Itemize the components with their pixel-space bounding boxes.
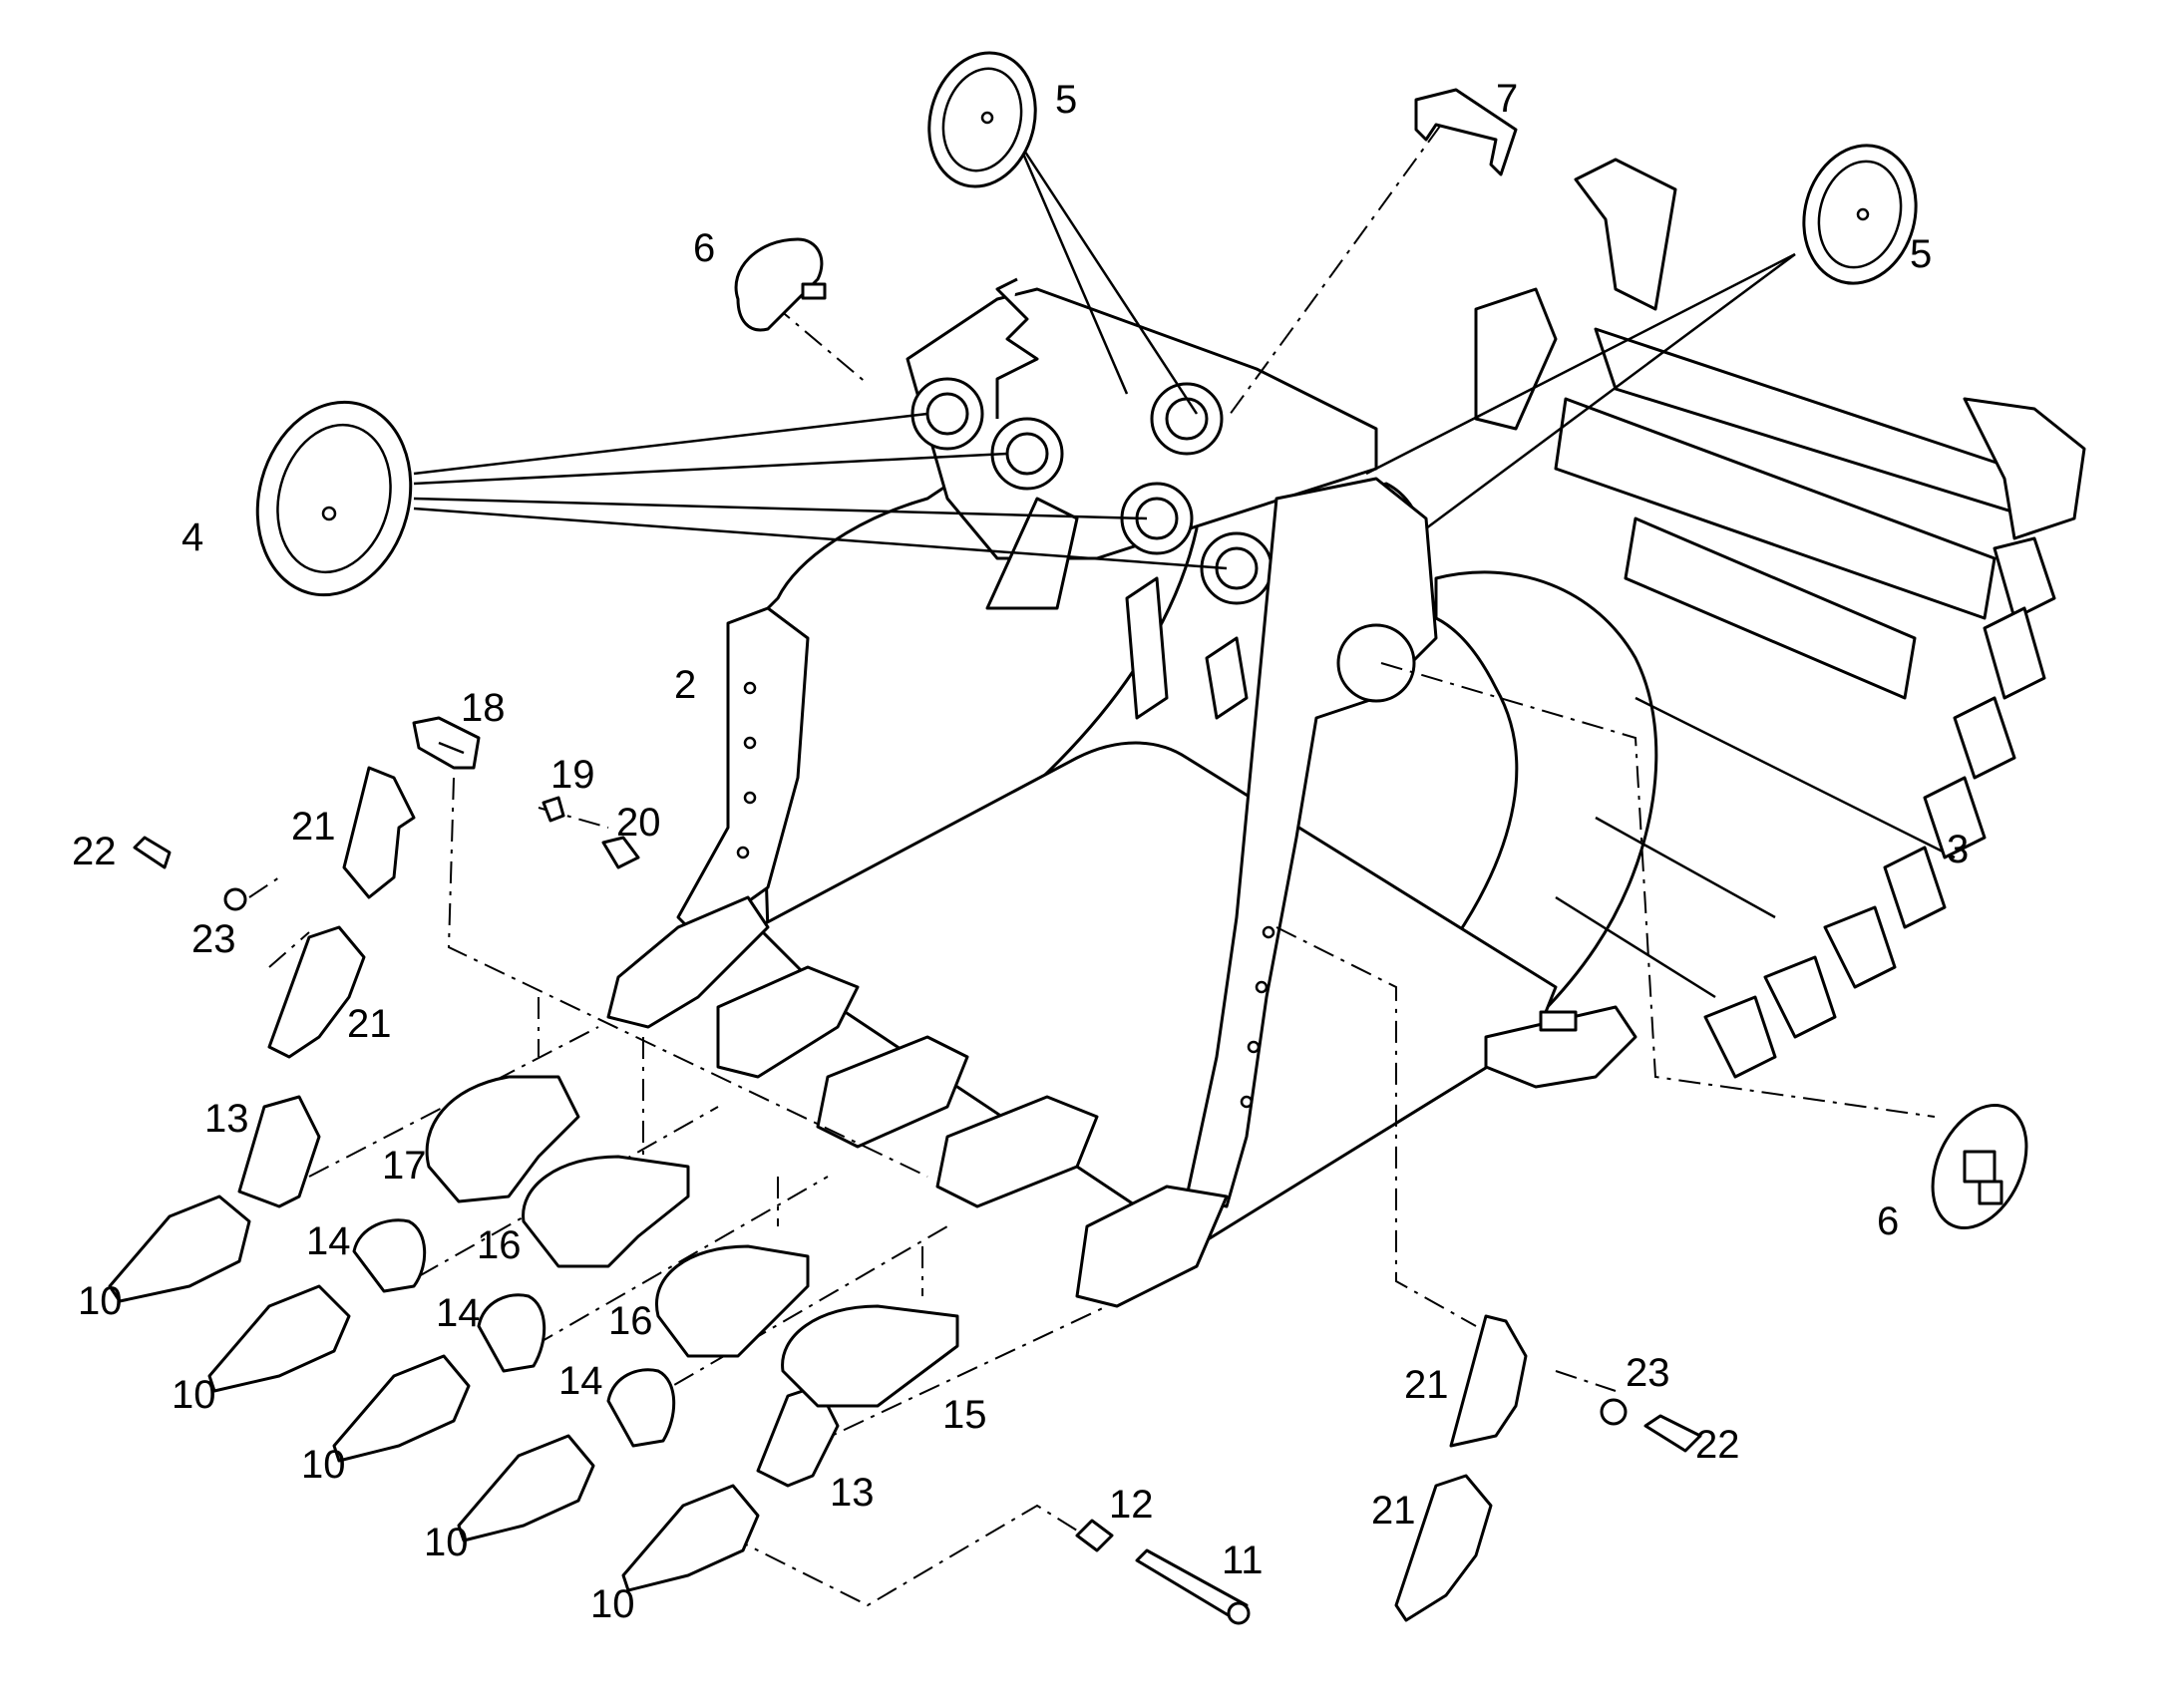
part-4-cover-plate [255,400,413,597]
callout-11: 11 [1222,1538,1264,1582]
callout-6-bottom: 6 [1877,1199,1899,1243]
leader-lines [413,139,1796,570]
callout-14-a: 14 [306,1219,351,1263]
callout-23-left: 23 [191,917,236,961]
callout-22-right: 22 [1695,1423,1740,1467]
part-23-washer-right [1600,1398,1628,1426]
bucket-side-plate-right [1474,158,2086,1079]
part-5-cover-plate-a [927,51,1037,188]
callout-6-top: 6 [693,226,715,270]
callout-21-lower-left: 21 [347,1002,392,1046]
callout-7: 7 [1496,77,1518,121]
callout-10-b: 10 [172,1373,216,1417]
part-13-shroud-b [756,1384,840,1488]
callout-14-c: 14 [558,1359,603,1403]
callout-13-right: 13 [830,1471,875,1515]
callout-19: 19 [550,753,595,797]
callout-16-b: 16 [608,1299,653,1343]
part-22-pin-right [1643,1414,1702,1453]
callout-14-b: 14 [436,1291,481,1335]
callout-16-a: 16 [477,1223,522,1267]
part-18-retainer [412,716,481,770]
part-14-cap-b [477,1293,546,1373]
part-11-pin [1135,1548,1251,1625]
callout-15: 15 [942,1393,987,1437]
assembly-lines [248,124,1936,1607]
part-21-protector-c [1449,1314,1528,1448]
part-13-shroud-a [237,1095,321,1208]
callout-2: 2 [674,663,696,707]
part-7-bracket [1414,88,1518,176]
callout-5-top: 5 [1055,78,1077,122]
part-21-protector-d [1394,1474,1493,1622]
callout-18: 18 [461,686,506,730]
callout-10-e: 10 [590,1582,635,1626]
part-21-protector-a [342,766,416,899]
callout-22-left: 22 [72,830,117,873]
part-10-tooth-e [621,1484,760,1592]
part-10-tooth-a [108,1195,251,1303]
callout-23-right: 23 [1626,1351,1670,1395]
part-10-tooth-c [332,1354,471,1463]
part-6-cover-top [734,237,827,332]
part-17-shroud [425,1075,580,1203]
callout-17: 17 [382,1144,427,1188]
part-6-cover-bottom [1931,1103,2028,1230]
part-21-protector-b [267,925,366,1059]
part-16-shroud-a [522,1155,690,1268]
callout-21-upper-left: 21 [291,805,336,849]
side-plate-2 [676,606,810,939]
callout-13-left: 13 [204,1097,249,1141]
part-15-shroud [781,1304,959,1408]
part-10-tooth-d [457,1434,595,1542]
part-23-washer-left [223,887,247,911]
callout-10-d: 10 [424,1521,469,1564]
part-14-cap-c [606,1368,676,1448]
part-14-cap-a [352,1218,427,1293]
callout-10-c: 10 [301,1443,346,1487]
callout-20: 20 [616,801,661,845]
part-5-cover-plate-b [1802,144,1918,285]
callout-5-right: 5 [1910,232,1932,276]
callout-12: 12 [1109,1483,1154,1527]
callout-21-lower-right: 21 [1371,1489,1416,1533]
part-10-tooth-b [207,1284,351,1393]
part-16-shroud-b [655,1244,810,1358]
part-22-pin-left [133,836,172,869]
callout-10-a: 10 [78,1279,123,1323]
callout-3: 3 [1947,828,1969,871]
callouts: 4 5 5 6 6 7 2 3 18 19 20 21 21 21 21 22 … [72,77,1969,1626]
adapters-on-lip [606,895,1229,1308]
part-20-bolt [601,836,640,869]
part-19-washer [542,796,565,823]
callout-21-upper-right: 21 [1404,1363,1449,1407]
side-plate-right [1185,477,1438,1208]
part-12-retainer [1075,1519,1114,1552]
callout-4: 4 [182,515,203,559]
